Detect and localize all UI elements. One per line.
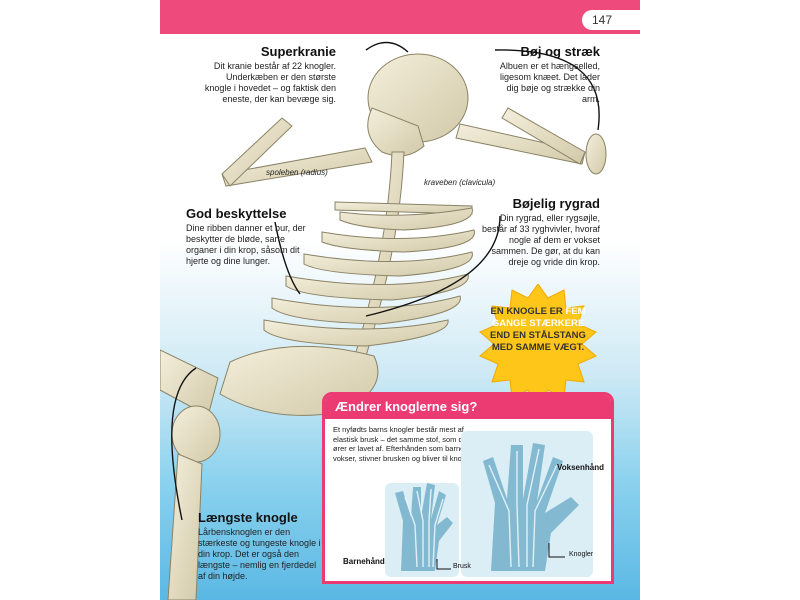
fact-text: EN KNOGLE ER FEM GANGE STÆRKERE END EN S… bbox=[490, 306, 586, 354]
femur-section: Længste knogle Lårbensknoglen er den stæ… bbox=[198, 510, 322, 582]
skull-section: Superkranie Dit kranie består af 22 knog… bbox=[200, 44, 336, 105]
fact-part2: END EN STÅLSTANG MED SAMME VÆGT. bbox=[490, 330, 586, 353]
ribs-text: Dine ribben danner et bur, der beskytter… bbox=[186, 223, 306, 266]
radius-label: spoleben (radius) bbox=[266, 168, 328, 177]
infobox-title: Ændrer knoglerne sig? bbox=[325, 395, 611, 419]
fact-highlight: FEM GANGE STÆRKERE bbox=[491, 306, 586, 329]
fact-starburst bbox=[479, 284, 597, 404]
infobox-text: Et nyfødts barns knogler består mest af … bbox=[333, 425, 476, 463]
elbow-section: Bøj og stræk Albuen er et hængselled, li… bbox=[486, 44, 600, 105]
skeleton-illustration bbox=[160, 41, 607, 600]
skull-title: Superkranie bbox=[260, 44, 336, 59]
xray-hands bbox=[385, 431, 593, 577]
bones-label: Knogler bbox=[569, 551, 594, 558]
fact-part1: EN KNOGLE ER bbox=[490, 306, 563, 317]
femur-text: Lårbensknoglen er den stærkeste og tunge… bbox=[198, 527, 321, 581]
child-hand-label: Barnehånd bbox=[343, 557, 385, 566]
spine-title: Bøjelig rygrad bbox=[512, 196, 600, 211]
cartilage-label: Brusk bbox=[453, 563, 471, 570]
elbow-text: Albuen er et hængselled, ligesom knæet. … bbox=[499, 61, 600, 104]
adult-hand-label: Voksenhånd bbox=[557, 463, 604, 472]
spine-section: Bøjelig rygrad Din rygrad, eller rygsøjl… bbox=[476, 196, 600, 268]
spine-text: Din rygrad, eller rygsøjle, består af 33… bbox=[481, 213, 600, 267]
femur-title: Længste knogle bbox=[198, 510, 298, 525]
skull-text: Dit kranie består af 22 knogler. Underkæ… bbox=[204, 61, 336, 104]
clavicle-label: kraveben (clavicula) bbox=[424, 178, 496, 187]
top-banner: 147 bbox=[160, 0, 640, 34]
page-number: 147 bbox=[582, 10, 640, 30]
ribs-section: God beskyttelse Dine ribben danner et bu… bbox=[186, 206, 310, 267]
book-page: 147 bbox=[160, 0, 640, 600]
infobox: Ændrer knoglerne sig? Et nyfødts barns k… bbox=[322, 392, 614, 584]
ribs-title: God beskyttelse bbox=[186, 206, 287, 221]
elbow-title: Bøj og stræk bbox=[520, 44, 600, 59]
